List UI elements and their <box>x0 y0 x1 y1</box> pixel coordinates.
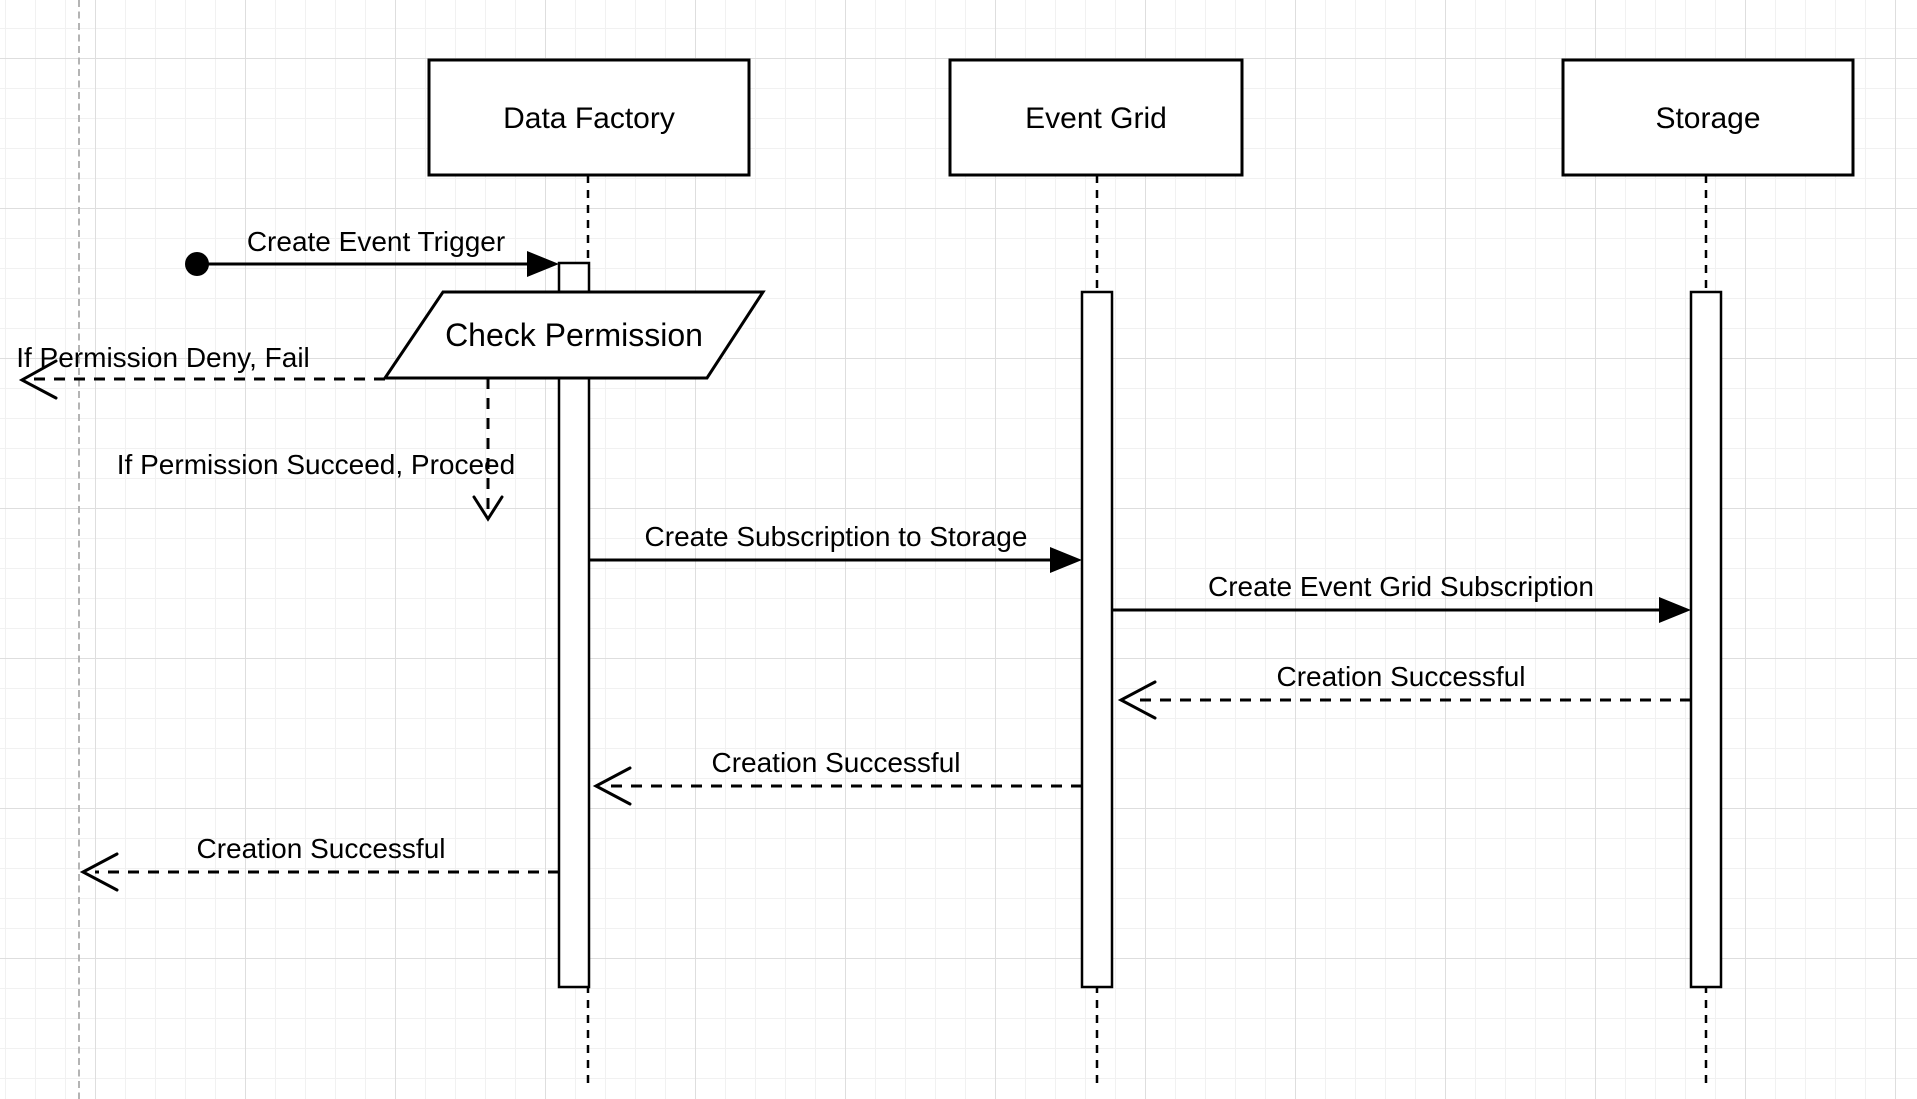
actor-label-data-factory: Data Factory <box>503 102 675 135</box>
arrowhead-filled-right-icon <box>527 251 559 277</box>
message-creation-successful-datafactory-out[interactable]: Creation Successful <box>79 833 559 892</box>
actor-data-factory[interactable]: Data Factory <box>427 58 751 177</box>
message-create-subscription-to-storage[interactable]: Create Subscription to Storage <box>589 521 1082 573</box>
actor-box-data-factory[interactable] <box>427 58 751 177</box>
message-label-create-subscription: Create Subscription to Storage <box>645 521 1028 552</box>
message-creation-successful-eventgrid-datafactory[interactable]: Creation Successful <box>592 747 1082 806</box>
message-permission-deny-fail[interactable]: If Permission Deny, Fail <box>16 342 385 400</box>
message-label-creation-successful-3: Creation Successful <box>196 833 445 864</box>
message-label-permission-succeed: If Permission Succeed, Proceed <box>117 449 515 480</box>
actor-box-storage[interactable] <box>1561 58 1855 177</box>
arrowhead-open-down-icon <box>472 495 504 522</box>
step-label-check-permission: Check Permission <box>445 317 703 353</box>
message-label-create-event-grid-subscription: Create Event Grid Subscription <box>1208 571 1594 602</box>
message-create-event-grid-subscription[interactable]: Create Event Grid Subscription <box>1112 571 1691 623</box>
arrowhead-open-left-icon <box>79 852 119 892</box>
arrowhead-open-left-icon <box>18 359 58 400</box>
actor-event-grid[interactable]: Event Grid <box>948 58 1244 177</box>
actor-label-storage: Storage <box>1655 102 1760 135</box>
actor-box-event-grid[interactable] <box>948 58 1244 177</box>
activation-bar-data-factory[interactable] <box>557 261 591 989</box>
message-label-creation-successful-1: Creation Successful <box>1276 661 1525 692</box>
arrowhead-filled-right-icon <box>1050 547 1082 573</box>
message-start-circle[interactable] <box>185 252 209 276</box>
step-check-permission[interactable]: Check Permission <box>382 290 766 380</box>
message-label-permission-deny: If Permission Deny, Fail <box>16 342 310 373</box>
actor-label-event-grid: Event Grid <box>1025 102 1167 135</box>
actor-storage[interactable]: Storage <box>1561 58 1855 177</box>
check-permission-parallelogram[interactable] <box>382 290 766 380</box>
arrowhead-open-left-icon <box>592 766 632 806</box>
arrowhead-open-left-icon <box>1117 680 1157 720</box>
message-permission-succeed-proceed[interactable]: If Permission Succeed, Proceed <box>117 378 515 522</box>
message-creation-successful-storage-eventgrid[interactable]: Creation Successful <box>1117 661 1691 720</box>
activation-bar-storage[interactable] <box>1689 290 1723 989</box>
message-label-creation-successful-2: Creation Successful <box>711 747 960 778</box>
arrowhead-filled-right-icon <box>1659 597 1691 623</box>
message-label-create-event-trigger: Create Event Trigger <box>247 226 505 257</box>
message-create-event-trigger[interactable]: Create Event Trigger <box>185 226 559 277</box>
activation-bar-event-grid[interactable] <box>1080 290 1114 989</box>
